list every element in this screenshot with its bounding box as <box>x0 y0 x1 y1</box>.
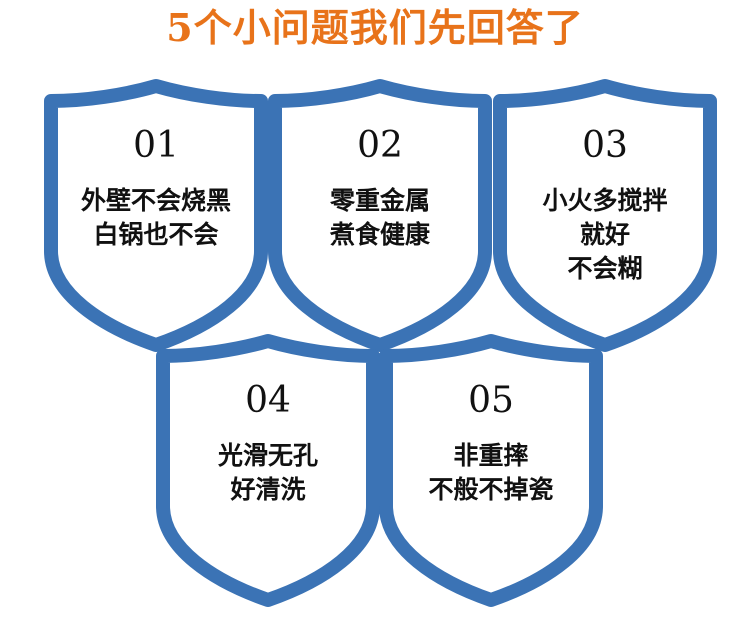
shield-shape <box>268 79 492 352</box>
shield-text-line: 小火多搅拌 <box>542 186 668 215</box>
shield-card-05: 05 非重摔 不般不掉瓷 <box>376 334 606 607</box>
shield-number: 05 <box>468 380 514 421</box>
shield-shape <box>493 79 717 352</box>
shield-card-04: 04 光滑无孔 好清洗 <box>153 334 383 607</box>
shield-text-line: 煮食健康 <box>329 220 430 249</box>
shield-number: 04 <box>245 380 291 421</box>
shield-text-line: 零重金属 <box>329 186 430 215</box>
shield-text-line: 外壁不会烧黑 <box>80 186 231 215</box>
shield-text-line: 不般不掉瓷 <box>428 475 554 504</box>
shield-text-line: 就好 <box>579 220 630 249</box>
shield-text-line: 白锅也不会 <box>93 220 219 249</box>
shield-text-line: 好清洗 <box>230 475 306 504</box>
shield-number: 02 <box>357 125 403 166</box>
shield-number: 03 <box>582 125 628 166</box>
shield-text-line: 光滑无孔 <box>217 441 318 470</box>
page-title: 5个小问题我们先回答了 <box>166 5 584 50</box>
shield-number: 01 <box>133 125 179 166</box>
shield-card-02: 02 零重金属 煮食健康 <box>265 79 495 352</box>
shield-card-03: 03 小火多搅拌 就好 不会糊 <box>490 79 720 352</box>
shield-shape <box>156 334 380 607</box>
shield-text-line: 非重摔 <box>453 441 529 470</box>
shield-text-line: 不会糊 <box>567 254 643 283</box>
shield-card-01: 01 外壁不会烧黑 白锅也不会 <box>41 79 271 352</box>
shield-shape <box>379 334 603 607</box>
shield-shape <box>44 79 268 352</box>
